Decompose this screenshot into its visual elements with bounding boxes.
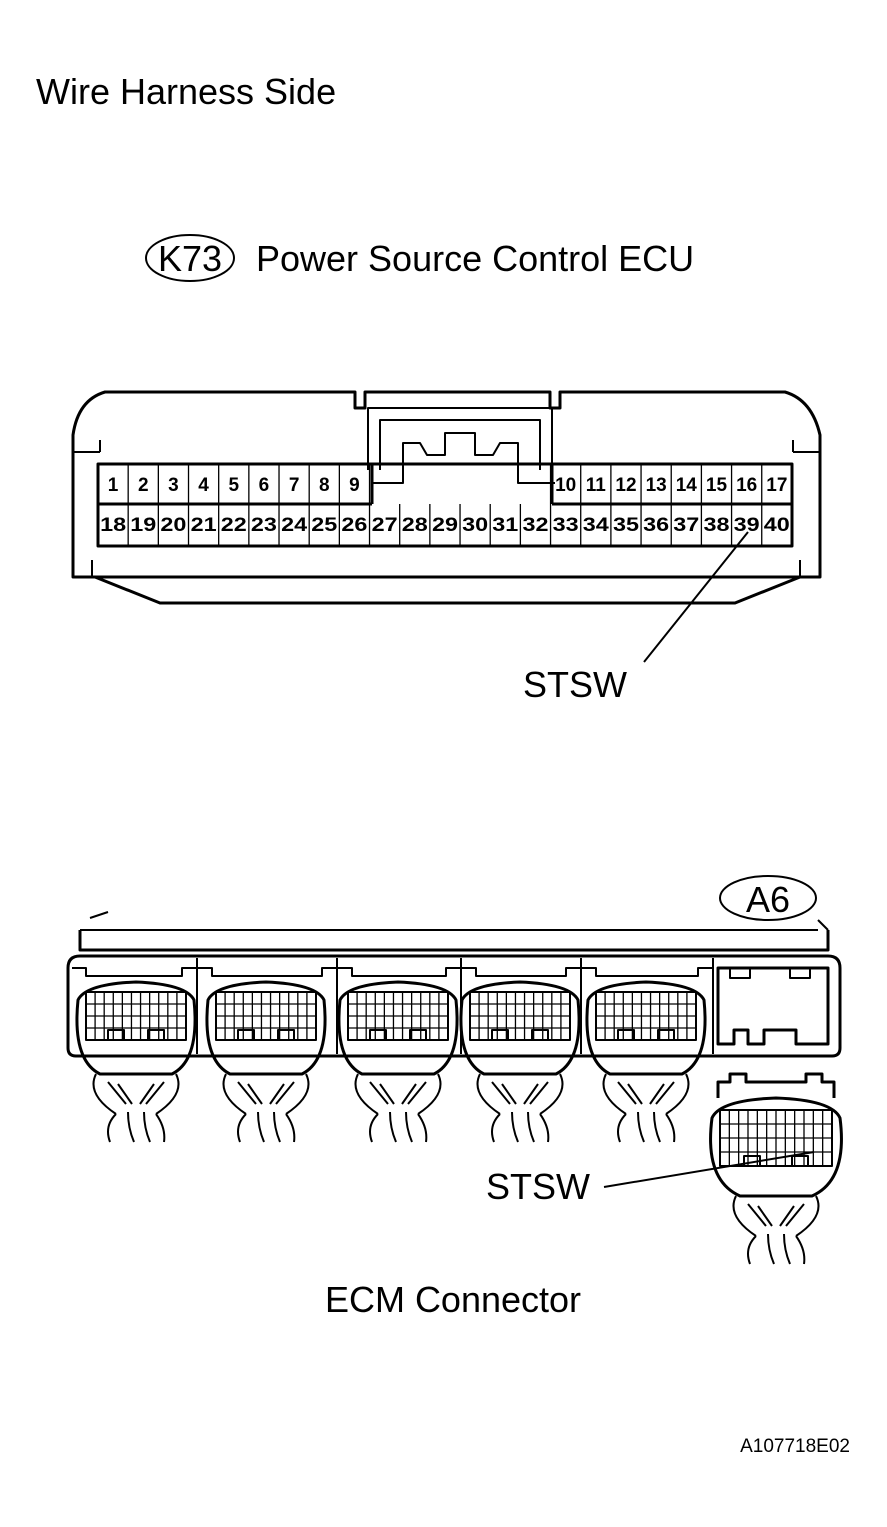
k73-code: K73	[158, 238, 222, 279]
k73-pin-27: 27	[372, 515, 398, 536]
k73-pin-23: 23	[251, 515, 277, 536]
a6-stsw-label: STSW	[486, 1166, 590, 1207]
k73-pin-34: 34	[583, 515, 610, 536]
k73-housing	[71, 390, 822, 579]
k73-pin-4: 4	[198, 475, 209, 496]
k73-pin-5: 5	[228, 475, 239, 496]
k73-pin-2: 2	[138, 475, 149, 496]
k73-pin-30: 30	[462, 515, 488, 536]
k73-pin-21: 21	[191, 515, 218, 536]
k73-pin-38: 38	[703, 515, 729, 536]
k73-pin-37: 37	[673, 515, 699, 536]
k73-pin-39: 39	[734, 515, 760, 536]
k73-pin-31: 31	[492, 515, 519, 536]
k73-pin-40: 40	[764, 515, 790, 536]
k73-pin-13: 13	[646, 475, 667, 496]
k73-pin-16: 16	[736, 475, 757, 496]
a6-module-2	[198, 958, 338, 1143]
a6-module-1	[72, 958, 198, 1143]
k73-header: K73 Power Source Control ECU	[145, 234, 694, 282]
k73-pin-8: 8	[319, 475, 330, 496]
a6-module-5	[582, 958, 714, 1143]
k73-connector-name: Power Source Control ECU	[256, 238, 694, 279]
a6-module-4	[459, 958, 582, 1143]
k73-lock-tab	[372, 432, 555, 484]
k73-pin-14: 14	[676, 475, 698, 496]
a6-ecm-connector: A6 STSW ECM Connector	[66, 875, 843, 1320]
a6-mating-plug	[709, 1072, 843, 1265]
figure-id: A107718E02	[740, 1436, 850, 1457]
diagram-title: Wire Harness Side	[36, 71, 336, 112]
k73-pin-33: 33	[553, 515, 579, 536]
k73-pin-17: 17	[766, 475, 787, 496]
k73-pin-12: 12	[615, 475, 636, 496]
k73-pin-26: 26	[341, 515, 367, 536]
k73-pin-36: 36	[643, 515, 669, 536]
k73-stsw-leader	[643, 531, 749, 663]
a6-code: A6	[746, 879, 790, 920]
k73-stsw-callout: STSW	[523, 531, 749, 705]
k73-pin-24: 24	[281, 515, 308, 536]
k73-pin-19: 19	[130, 515, 156, 536]
k73-pin-10: 10	[555, 475, 576, 496]
a6-modules	[72, 958, 714, 1143]
k73-pin-32: 32	[522, 515, 548, 536]
a6-empty-socket	[716, 966, 830, 1046]
k73-pin-11: 11	[586, 475, 607, 496]
k73-pin-35: 35	[613, 515, 640, 536]
k73-stsw-label: STSW	[523, 664, 627, 705]
k73-pin-7: 7	[289, 475, 300, 496]
k73-pin-6: 6	[259, 475, 270, 496]
k73-pin-9: 9	[349, 475, 360, 496]
k73-lock-frame	[367, 407, 553, 470]
k73-pin-3: 3	[168, 475, 179, 496]
k73-pin-25: 25	[311, 515, 338, 536]
k73-pin-1: 1	[108, 475, 119, 496]
a6-housing-body	[66, 954, 842, 1058]
a6-module-3	[337, 958, 462, 1143]
k73-pin-18: 18	[100, 515, 126, 536]
ecm-connector-name: ECM Connector	[325, 1279, 581, 1320]
k73-pin-20: 20	[160, 515, 186, 536]
k73-code-ellipse	[145, 234, 235, 282]
k73-pin-15: 15	[706, 475, 728, 496]
a6-code-ellipse	[719, 875, 817, 921]
k73-pin-29: 29	[432, 515, 458, 536]
a6-stsw-leader	[603, 1151, 815, 1188]
k73-pin-28: 28	[402, 515, 428, 536]
k73-pin-22: 22	[221, 515, 247, 536]
a6-housing-top	[78, 930, 830, 952]
